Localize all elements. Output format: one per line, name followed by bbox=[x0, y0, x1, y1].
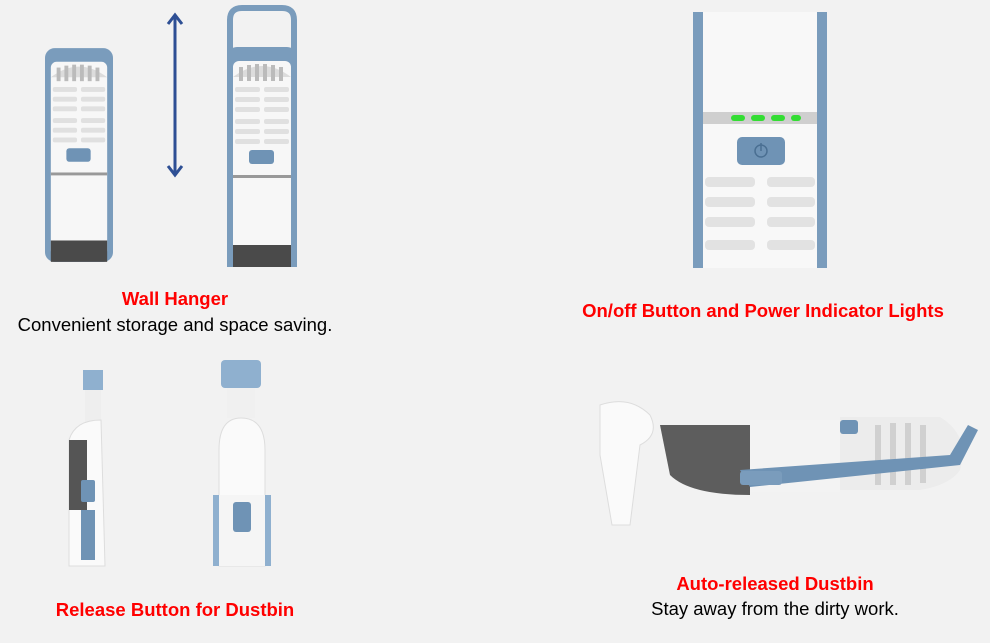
vacuum-back-view-image bbox=[213, 360, 271, 567]
double-arrow-icon bbox=[166, 12, 184, 178]
auto-released-dustbin-description: Stay away from the dirty work. bbox=[651, 598, 899, 619]
vacuum-dustbin-open-image bbox=[599, 401, 978, 526]
power-button-title: On/off Button and Power Indicator Lights bbox=[582, 300, 944, 321]
release-button-title: Release Button for Dustbin bbox=[55, 599, 295, 620]
vacuum-hanger-retracted-image bbox=[45, 48, 113, 262]
vacuum-hanger-extended-image bbox=[227, 5, 297, 267]
power-button-closeup-image bbox=[693, 12, 827, 268]
wall-hanger-description: Convenient storage and space saving. bbox=[17, 314, 333, 335]
vacuum-side-view-image bbox=[68, 370, 106, 567]
auto-released-dustbin-title: Auto-released Dustbin bbox=[676, 573, 874, 594]
wall-hanger-title: Wall Hanger bbox=[121, 288, 229, 309]
